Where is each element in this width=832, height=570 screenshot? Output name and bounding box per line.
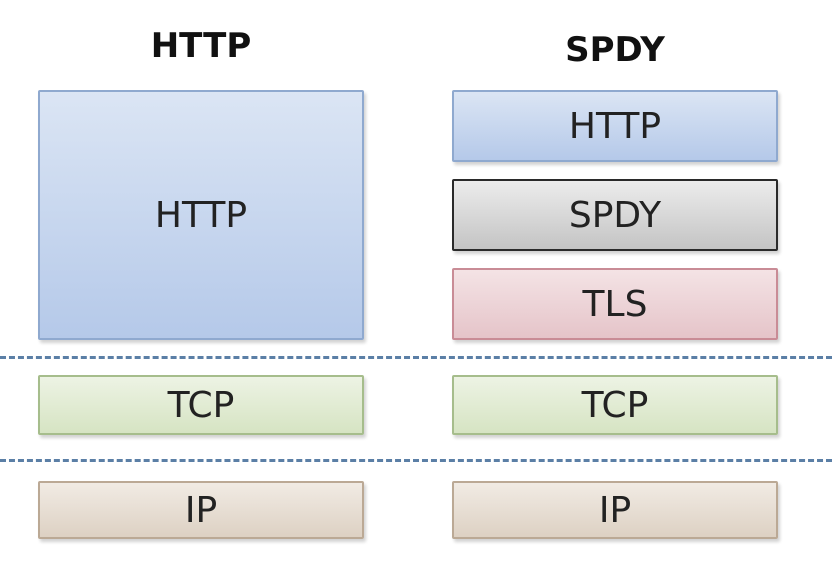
right-tls-layer: TLS xyxy=(452,268,778,340)
right-http-layer: HTTP xyxy=(452,90,778,162)
transport-network-divider xyxy=(0,459,832,462)
left-tcp-layer: TCP xyxy=(38,375,364,435)
right-spdy-layer: SPDY xyxy=(452,179,778,251)
right-tcp-layer: TCP xyxy=(452,375,778,435)
right-ip-layer-label: IP xyxy=(598,489,632,531)
right-spdy-layer-label: SPDY xyxy=(568,194,662,236)
application-transport-divider xyxy=(0,356,832,359)
left-http-layer-label: HTTP xyxy=(154,194,248,236)
http-stack-title: HTTP xyxy=(150,26,252,66)
left-ip-layer: IP xyxy=(38,481,364,539)
spdy-stack-title: SPDY xyxy=(565,30,665,70)
right-tcp-layer-label: TCP xyxy=(581,384,649,426)
left-http-layer: HTTP xyxy=(38,90,364,340)
left-tcp-layer-label: TCP xyxy=(167,384,235,426)
right-http-layer-label: HTTP xyxy=(568,105,662,147)
right-ip-layer: IP xyxy=(452,481,778,539)
left-ip-layer-label: IP xyxy=(184,489,218,531)
right-tls-layer-label: TLS xyxy=(582,283,648,325)
